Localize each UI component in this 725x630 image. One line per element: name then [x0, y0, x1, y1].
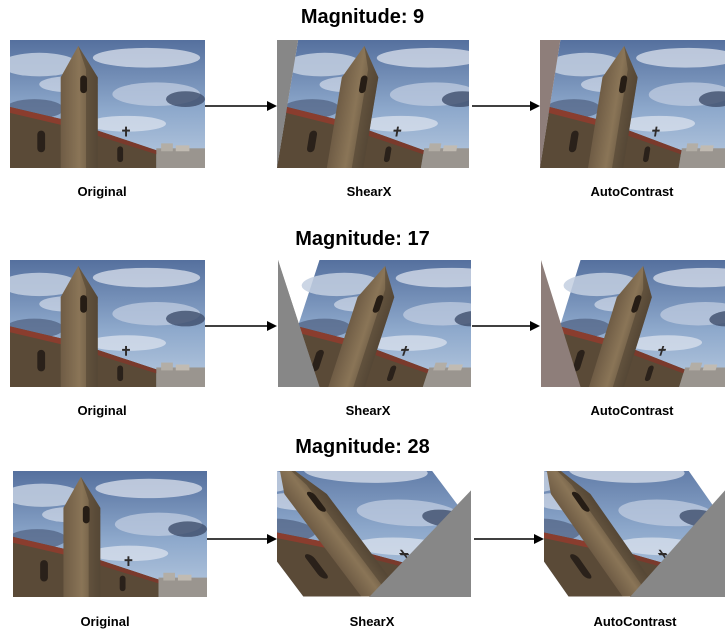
row-title-magnitude-28: Magnitude: 28: [295, 436, 430, 458]
caption-autocontrast-3: AutoContrast: [593, 614, 677, 629]
arrow-right-icon: [207, 534, 277, 544]
caption-shearx-1: ShearX: [346, 184, 392, 199]
caption-original-3: Original: [80, 614, 130, 629]
arrow-right-icon: [472, 101, 540, 111]
image-shearx-1: [277, 40, 469, 168]
arrow-right-icon: [205, 101, 277, 111]
image-shearx-2: [278, 260, 471, 387]
caption-original-2: Original: [77, 403, 127, 418]
row-title-magnitude-17: Magnitude: 17: [295, 228, 430, 250]
caption-autocontrast-1: AutoContrast: [590, 184, 674, 199]
image-autocontrast-1: [540, 40, 725, 168]
image-autocontrast-3: [544, 471, 725, 597]
image-shearx-3: [277, 471, 471, 597]
caption-original-1: Original: [77, 184, 127, 199]
image-autocontrast-2: [541, 260, 725, 387]
row-title-magnitude-9: Magnitude: 9: [300, 6, 425, 28]
arrow-right-icon: [472, 321, 540, 331]
caption-autocontrast-2: AutoContrast: [590, 403, 674, 418]
image-original-3: [13, 471, 207, 597]
caption-shearx-3: ShearX: [349, 614, 395, 629]
arrow-right-icon: [474, 534, 544, 544]
image-original-2: [10, 260, 205, 387]
image-original-1: [10, 40, 205, 168]
arrow-right-icon: [205, 321, 277, 331]
caption-shearx-2: ShearX: [345, 403, 391, 418]
